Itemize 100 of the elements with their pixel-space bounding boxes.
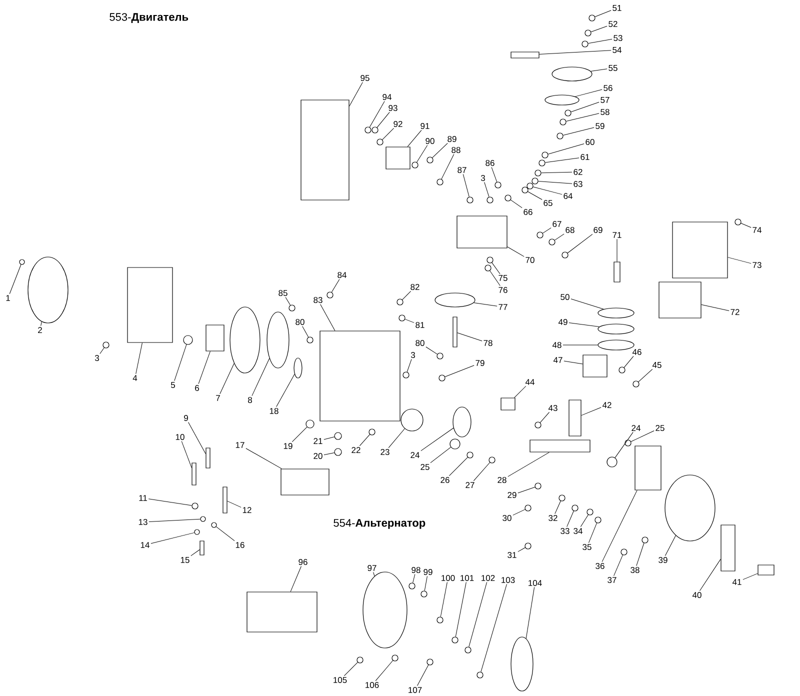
section-heading: 553-Двигатель [110, 13, 188, 23]
leader-line [614, 554, 623, 576]
callout-number: 43 [548, 405, 558, 411]
part-drawing [200, 540, 204, 556]
leader-line [373, 572, 375, 576]
leader-line [638, 368, 653, 382]
part-drawing [420, 590, 428, 598]
callout-number: 103 [502, 577, 515, 583]
part-drawing [614, 262, 620, 282]
part-drawing [396, 298, 404, 306]
leader-line [417, 664, 429, 686]
callout-number: 20 [314, 453, 322, 459]
callout-number: 35 [582, 544, 592, 550]
callout-number: 89 [448, 136, 456, 142]
leader-line [528, 191, 542, 200]
part-drawing [452, 636, 458, 644]
leader-line [198, 351, 210, 384]
leader-line [614, 432, 634, 458]
part-drawing [734, 218, 742, 226]
leader-line [344, 662, 358, 676]
part-drawing [372, 126, 378, 134]
leader-line [740, 223, 752, 228]
part-drawing [452, 316, 458, 348]
leader-line [426, 346, 438, 354]
leader-line [580, 514, 588, 528]
part-drawing [127, 267, 173, 343]
part-drawing [368, 428, 376, 436]
leader-line [474, 302, 498, 306]
leader-line [420, 428, 454, 452]
part-drawing [362, 572, 408, 648]
leader-line [512, 509, 526, 516]
leader-line [432, 142, 448, 158]
part-drawing [288, 304, 296, 312]
leader-line [349, 82, 363, 107]
part-drawing [618, 366, 626, 374]
callout-number: 56 [604, 85, 612, 91]
callout-number: 90 [426, 138, 434, 144]
callout-number: 29 [508, 492, 516, 498]
callout-number: 13 [138, 519, 148, 525]
callout-number: 79 [476, 360, 484, 366]
callout-number: 47 [553, 357, 562, 363]
part-drawing [572, 504, 578, 512]
part-drawing [484, 264, 492, 272]
part-drawing [452, 406, 472, 438]
part-drawing [334, 432, 342, 440]
part-drawing [504, 194, 512, 202]
part-drawing [266, 312, 290, 368]
callout-number: 59 [596, 123, 604, 129]
part-drawing [564, 110, 572, 116]
part-drawing [562, 252, 568, 258]
part-drawing [720, 524, 736, 572]
callout-number: 5 [170, 382, 176, 388]
leader-line [424, 576, 428, 591]
leader-line [514, 386, 526, 398]
leader-line [630, 430, 654, 442]
leader-line [136, 342, 142, 374]
callout-number: 14 [140, 542, 150, 548]
part-drawing [588, 14, 596, 22]
part-drawing [536, 232, 544, 238]
callout-number: 100 [442, 575, 455, 581]
callout-number: 70 [526, 257, 534, 263]
leader-line [566, 510, 574, 528]
callout-number: 10 [176, 434, 184, 440]
leader-line [566, 113, 600, 122]
part-drawing [586, 508, 594, 516]
leader-line [302, 326, 309, 338]
part-drawing [192, 462, 196, 486]
callout-number: 34 [574, 528, 582, 534]
part-drawing [476, 672, 484, 678]
callout-number: 9 [184, 415, 188, 421]
part-drawing [194, 529, 200, 535]
leader-line [440, 582, 448, 618]
leader-line [588, 522, 598, 544]
part-drawing [552, 66, 592, 82]
callout-number: 68 [566, 227, 574, 233]
callout-number: 24 [410, 452, 420, 458]
callout-number: 97 [368, 565, 376, 571]
leader-line [562, 344, 598, 346]
part-drawing [306, 420, 314, 428]
callout-number: 3 [480, 175, 485, 181]
part-drawing [436, 616, 444, 624]
part-drawing [510, 636, 534, 692]
leader-line [40, 321, 42, 326]
leader-line [246, 448, 282, 469]
part-drawing [386, 146, 410, 170]
part-drawing [436, 352, 444, 360]
callout-number: 50 [560, 294, 570, 300]
part-drawing [408, 582, 416, 590]
part-drawing [598, 340, 634, 350]
callout-number: 58 [600, 109, 610, 115]
part-drawing [466, 196, 474, 204]
callout-number: 42 [602, 402, 612, 408]
part-drawing [664, 474, 716, 542]
part-drawing [642, 536, 648, 544]
callout-number: 95 [360, 75, 370, 81]
callout-number: 1 [6, 295, 10, 301]
part-drawing [598, 308, 634, 318]
callout-number: 60 [586, 139, 594, 145]
leader-line [574, 89, 602, 97]
leader-line [491, 166, 498, 182]
